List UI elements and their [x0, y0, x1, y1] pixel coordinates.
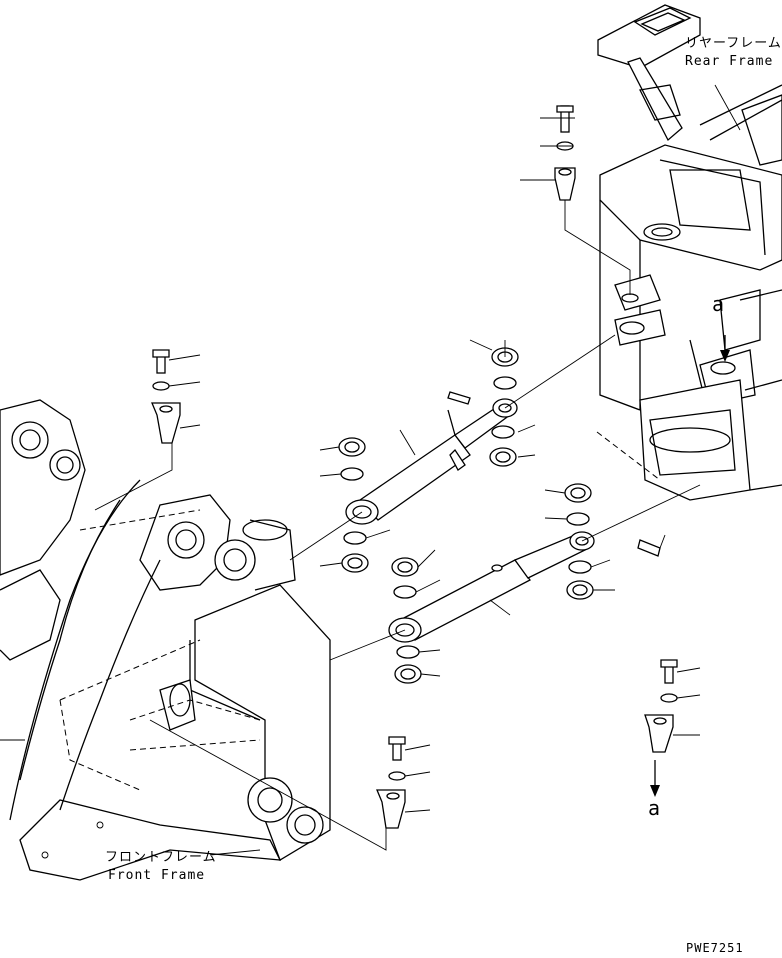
front-frame: [0, 399, 331, 881]
steering-cylinder-lower: [388, 531, 661, 643]
alignment-lines: [289, 334, 701, 661]
pin-set-front-upper: [94, 349, 181, 511]
leader-lines: [0, 84, 741, 856]
front-frame-label-en: Front Frame: [108, 868, 206, 883]
front-frame-label-jp: フロントフレーム: [105, 850, 217, 865]
pin-set-front-lower: [149, 719, 406, 851]
drawing-number: PWE7251: [686, 941, 744, 955]
rear-frame-label-jp: リヤーフレーム: [685, 36, 782, 51]
seal-group-lower: [391, 483, 594, 684]
rear-frame-label-en: Rear Frame: [685, 54, 774, 69]
reference-label-a-lower: a: [648, 796, 661, 820]
pin-set-rear-top: [554, 105, 631, 295]
rear-frame: [596, 4, 782, 501]
reference-arrow-upper: [720, 335, 730, 362]
steering-cylinder-upper: [345, 391, 518, 525]
pin-set-rear-lower: [644, 659, 678, 797]
seal-group-upper: [338, 347, 519, 573]
reference-label-a-upper: a: [712, 292, 725, 316]
